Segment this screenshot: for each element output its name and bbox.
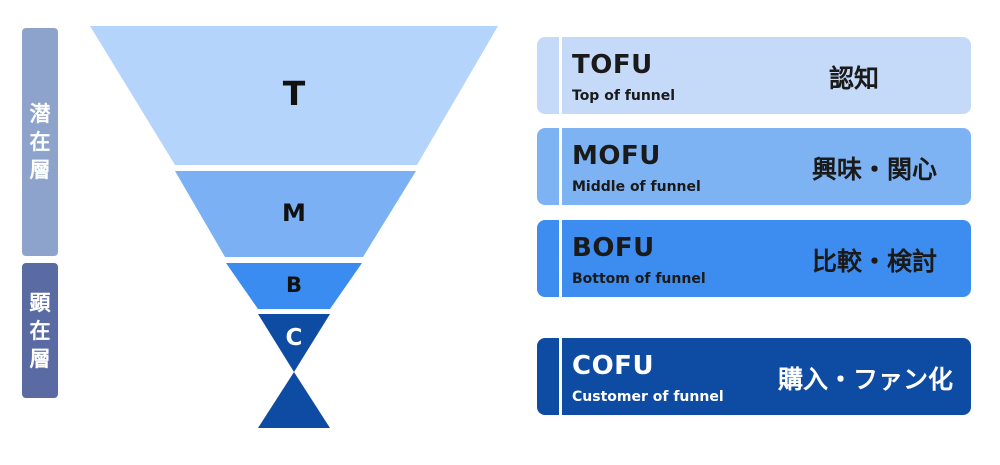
funnel-segment-customer-base bbox=[258, 372, 330, 428]
stage-japanese-label: 認知 bbox=[828, 64, 879, 93]
funnel-label-c: C bbox=[286, 325, 303, 351]
funnel-segment-top bbox=[90, 26, 498, 165]
stage-tofu: TOFU Top of funnel 認知 bbox=[537, 37, 971, 114]
stage-divider bbox=[559, 338, 562, 415]
stage-japanese-label: 比較・検討 bbox=[811, 247, 937, 276]
manifest-label-char-3: 層 bbox=[29, 346, 51, 371]
latent-label-char-2: 在 bbox=[29, 130, 51, 154]
stage-subtitle: Bottom of funnel bbox=[572, 271, 706, 287]
stage-subtitle: Customer of funnel bbox=[572, 389, 724, 405]
funnel-diagram: T M B C bbox=[90, 26, 498, 428]
funnel-segment-customer bbox=[258, 314, 330, 372]
latent-layer-label: 潜 在 層 bbox=[22, 28, 58, 256]
funnel-label-t: T bbox=[283, 74, 306, 113]
latent-label-char-3: 層 bbox=[29, 158, 51, 182]
stage-japanese-label: 興味・関心 bbox=[811, 155, 937, 184]
stage-cofu: COFU Customer of funnel 購入・ファン化 bbox=[537, 338, 971, 415]
stage-code: COFU bbox=[572, 351, 655, 381]
funnel-segment-bottom bbox=[226, 263, 362, 309]
stage-code: MOFU bbox=[572, 141, 661, 171]
funnel-label-b: B bbox=[286, 273, 302, 297]
latent-label-char-1: 潜 bbox=[29, 102, 51, 126]
stage-japanese-label: 購入・ファン化 bbox=[777, 365, 953, 394]
stage-divider bbox=[559, 128, 562, 205]
stage-code: TOFU bbox=[572, 50, 653, 80]
stage-subtitle: Top of funnel bbox=[572, 88, 676, 104]
manifest-label-char-1: 顕 bbox=[29, 290, 51, 315]
funnel-segment-middle bbox=[175, 171, 416, 257]
stage-code: BOFU bbox=[572, 233, 655, 263]
manifest-layer-label: 顕 在 層 bbox=[22, 263, 58, 398]
stage-bofu: BOFU Bottom of funnel 比較・検討 bbox=[537, 220, 971, 297]
stage-mofu: MOFU Middle of funnel 興味・関心 bbox=[537, 128, 971, 205]
stage-subtitle: Middle of funnel bbox=[572, 179, 701, 195]
stage-divider bbox=[559, 37, 562, 114]
funnel-label-m: M bbox=[282, 199, 306, 227]
manifest-label-char-2: 在 bbox=[29, 318, 51, 343]
stage-divider bbox=[559, 220, 562, 297]
